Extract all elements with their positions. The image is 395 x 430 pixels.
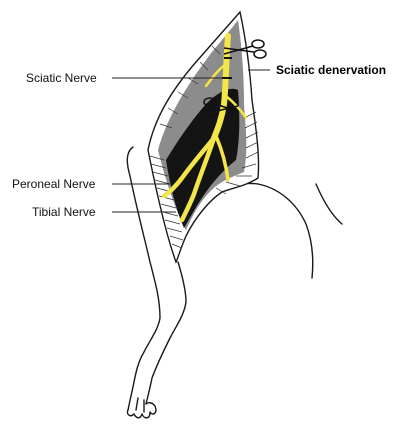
sciatic-denervation-label: Sciatic denervation [276,63,386,77]
sciatic-nerve-label: Sciatic Nerve [26,71,97,85]
peroneal-nerve-label: Peroneal Nerve [12,177,96,191]
tibial-nerve-label: Tibial Nerve [32,205,96,219]
